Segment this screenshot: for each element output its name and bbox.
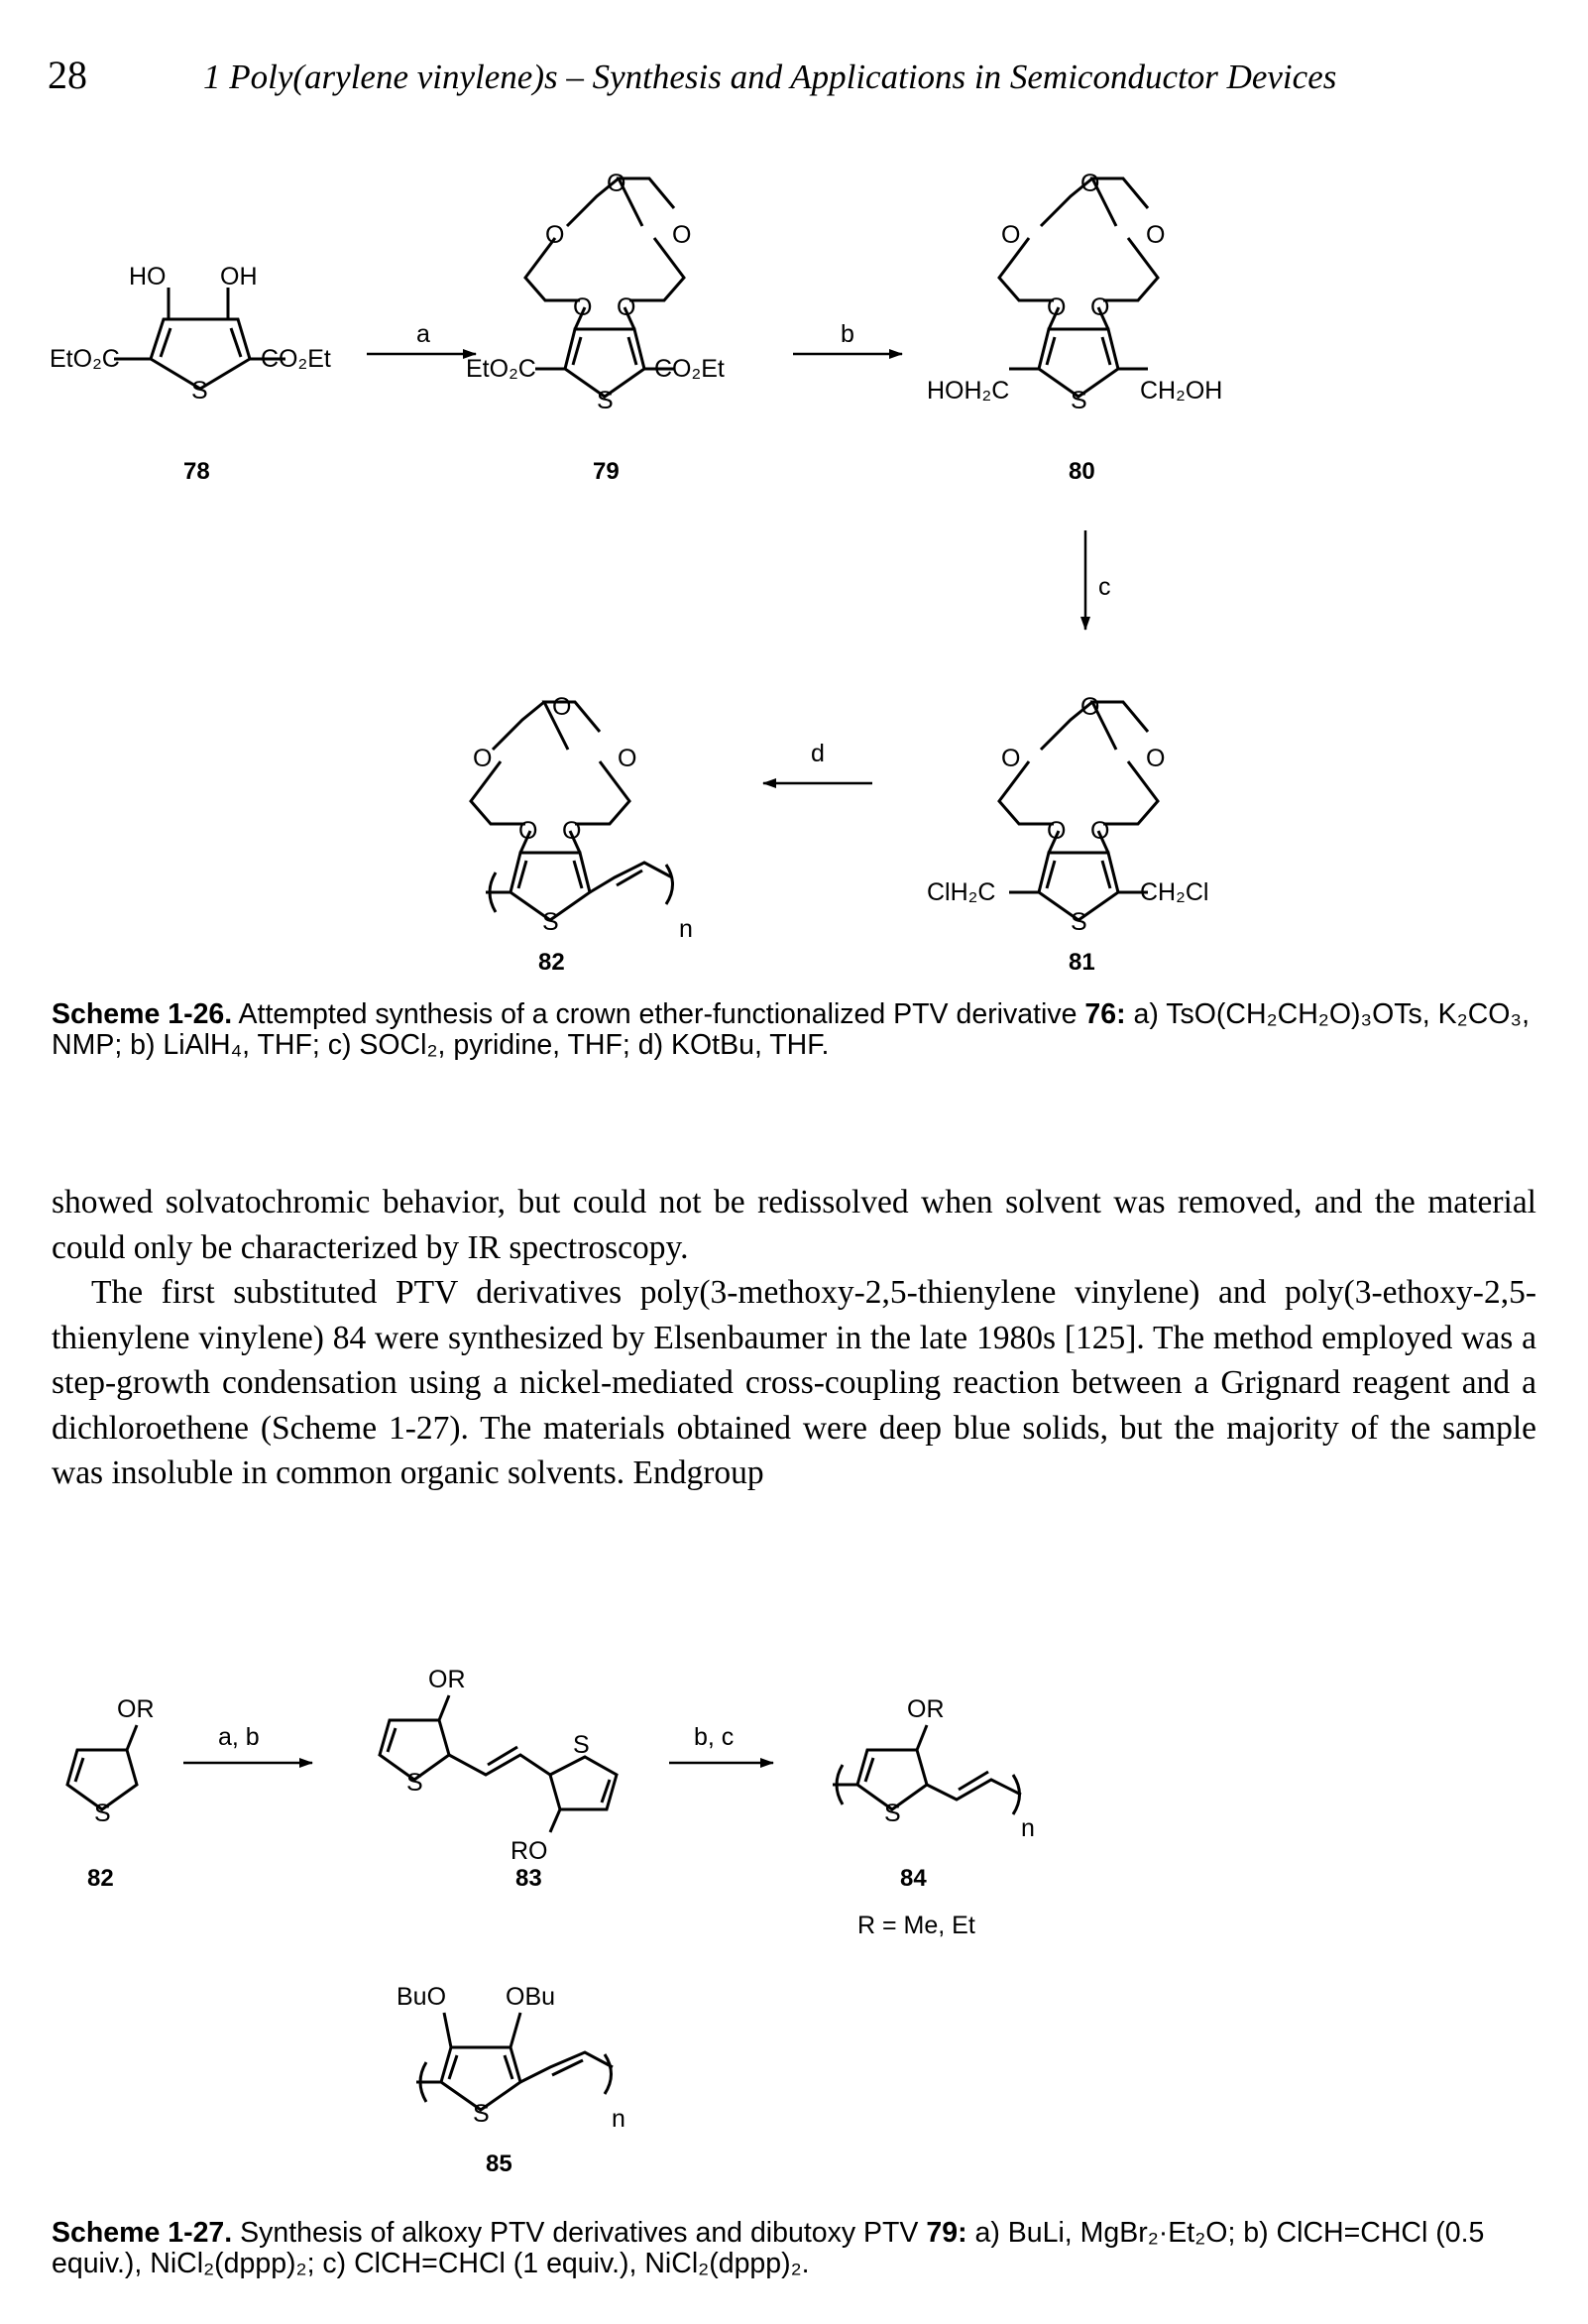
caption-text: Attempted synthesis of a crown ether-fun… [232,998,1085,1030]
c79-crown-o-right: O [672,221,691,249]
c81-substituent-left: ClH₂C [927,878,995,906]
c80-crown-o-lowright: O [1090,293,1109,321]
compound-81 [997,700,1160,922]
c84-sulfur: S [884,1800,901,1827]
c82-crown-o-lowleft: O [518,817,537,845]
c81-sulfur: S [1071,908,1087,936]
c83-sulfur-left: S [406,1769,423,1797]
arrow-label-ab: a, b [218,1723,260,1751]
paragraph-2: The first substituted PTV derivatives po… [52,1274,1536,1491]
c83-alkoxy-top: OR [428,1666,466,1693]
scheme-1-26-caption: Scheme 1-26. Attempted synthesis of a cr… [52,999,1538,1061]
c81-crown-o-right: O [1146,745,1165,772]
c79-crown-o-top: O [607,170,625,197]
c82-crown-o-left: O [473,745,492,772]
caption-conditions: a) BuLi, MgBr₂·Et₂O; b) ClCH=CHCl (0.5 e… [52,2217,1485,2279]
compound-82-polymer [469,700,674,922]
c81-crown-o-lowleft: O [1047,817,1066,845]
c78-hydroxyl-left: HO [129,263,167,290]
c79-ester-left: EtO₂C [466,355,536,383]
caption-ref: 79: [926,2217,967,2249]
caption-ref: 76: [1084,998,1126,1030]
c84-alkoxy: OR [907,1695,945,1723]
c82-sulfur: S [542,908,559,936]
compound-number-79: 79 [593,458,620,485]
c81-crown-o-top: O [1080,693,1099,721]
c82-repeat-n: n [679,915,693,943]
caption-text: Synthesis of alkoxy PTV derivatives and … [232,2217,927,2249]
c82-crown-o-right: O [618,745,636,772]
c81-crown-o-lowright: O [1090,817,1109,845]
c79-ester-right: CO₂Et [654,355,725,383]
compound-83 [378,1694,619,1833]
c80-substituent-left: HOH₂C [927,377,1009,405]
page-number: 28 [48,53,87,97]
c78-ester-left: EtO₂C [50,345,120,373]
scheme-1-26: HO OH EtO₂C CO₂Et S 78 a O O O O O EtO₂C… [50,170,1222,976]
c83-alkoxy-bottom: RO [510,1837,548,1865]
compound-78 [114,288,285,391]
compound-82-monomer [65,1724,139,1811]
c79-crown-o-lowright: O [617,293,635,321]
c84-repeat-n: n [1021,1814,1035,1842]
c85-butoxy-right: OBu [506,1983,555,2011]
body-text: showed solvatochromic behavior, but coul… [52,1180,1536,1496]
c80-crown-o-lowleft: O [1047,293,1066,321]
compound-number-81: 81 [1069,949,1095,976]
compound-85-polymer [416,2012,614,2112]
compound-number-84: 84 [900,1865,927,1892]
c79-sulfur: S [597,387,614,414]
arrow-label-a: a [416,320,430,348]
running-title: 1 Poly(arylene vinylene)s – Synthesis an… [203,58,1337,96]
c81-substituent-right: CH₂Cl [1140,878,1208,906]
c85-sulfur: S [473,2100,490,2128]
compound-number-85: 85 [486,2150,512,2177]
c80-crown-o-left: O [1001,221,1020,249]
c80-sulfur: S [1071,387,1087,414]
r-group-definition: R = Me, Et [857,1912,975,1939]
scheme-1-27-caption: Scheme 1-27. Synthesis of alkoxy PTV der… [52,2218,1538,2279]
c80-substituent-right: CH₂OH [1140,377,1222,405]
arrow-label-c: c [1098,573,1111,601]
c83-sulfur-right: S [573,1731,590,1759]
compound-number-80: 80 [1069,458,1095,485]
c85-butoxy-left: BuO [397,1983,446,2011]
arrow-label-bc: b, c [694,1723,734,1751]
c78-ester-right: CO₂Et [261,345,331,373]
c82-crown-o-lowright: O [562,817,581,845]
c82-alkoxy: OR [117,1695,155,1723]
caption-label: Scheme 1-27. [52,2217,233,2249]
compound-number-83: 83 [515,1865,542,1892]
c79-crown-o-left: O [545,221,564,249]
arrow-label-d: d [811,740,825,767]
caption-conditions: a) TsO(CH₂CH₂O)₃OTs, K₂CO₃, NMP; b) LiAl… [52,998,1530,1061]
compound-number-82: 82 [87,1865,114,1892]
paragraph-1: showed solvatochromic behavior, but coul… [52,1184,1536,1266]
compound-84-polymer [833,1724,1022,1815]
arrow-label-b: b [841,320,854,348]
scheme-1-27: OR S 82 a, b OR S S RO 83 b, c OR S n 84… [65,1666,1035,2177]
c82-sulfur: S [94,1800,111,1827]
c80-crown-o-right: O [1146,221,1165,249]
caption-label: Scheme 1-26. [52,998,233,1030]
c78-hydroxyl-right: OH [220,263,258,290]
c81-crown-o-left: O [1001,745,1020,772]
c78-sulfur: S [191,377,208,405]
c79-crown-o-lowleft: O [573,293,592,321]
compound-80 [997,176,1160,399]
compound-number-82: 82 [538,949,565,976]
c82-crown-o-top: O [552,693,571,721]
c80-crown-o-top: O [1080,170,1099,197]
compound-number-78: 78 [183,458,210,485]
compound-79 [523,176,686,399]
c85-repeat-n: n [612,2105,625,2133]
